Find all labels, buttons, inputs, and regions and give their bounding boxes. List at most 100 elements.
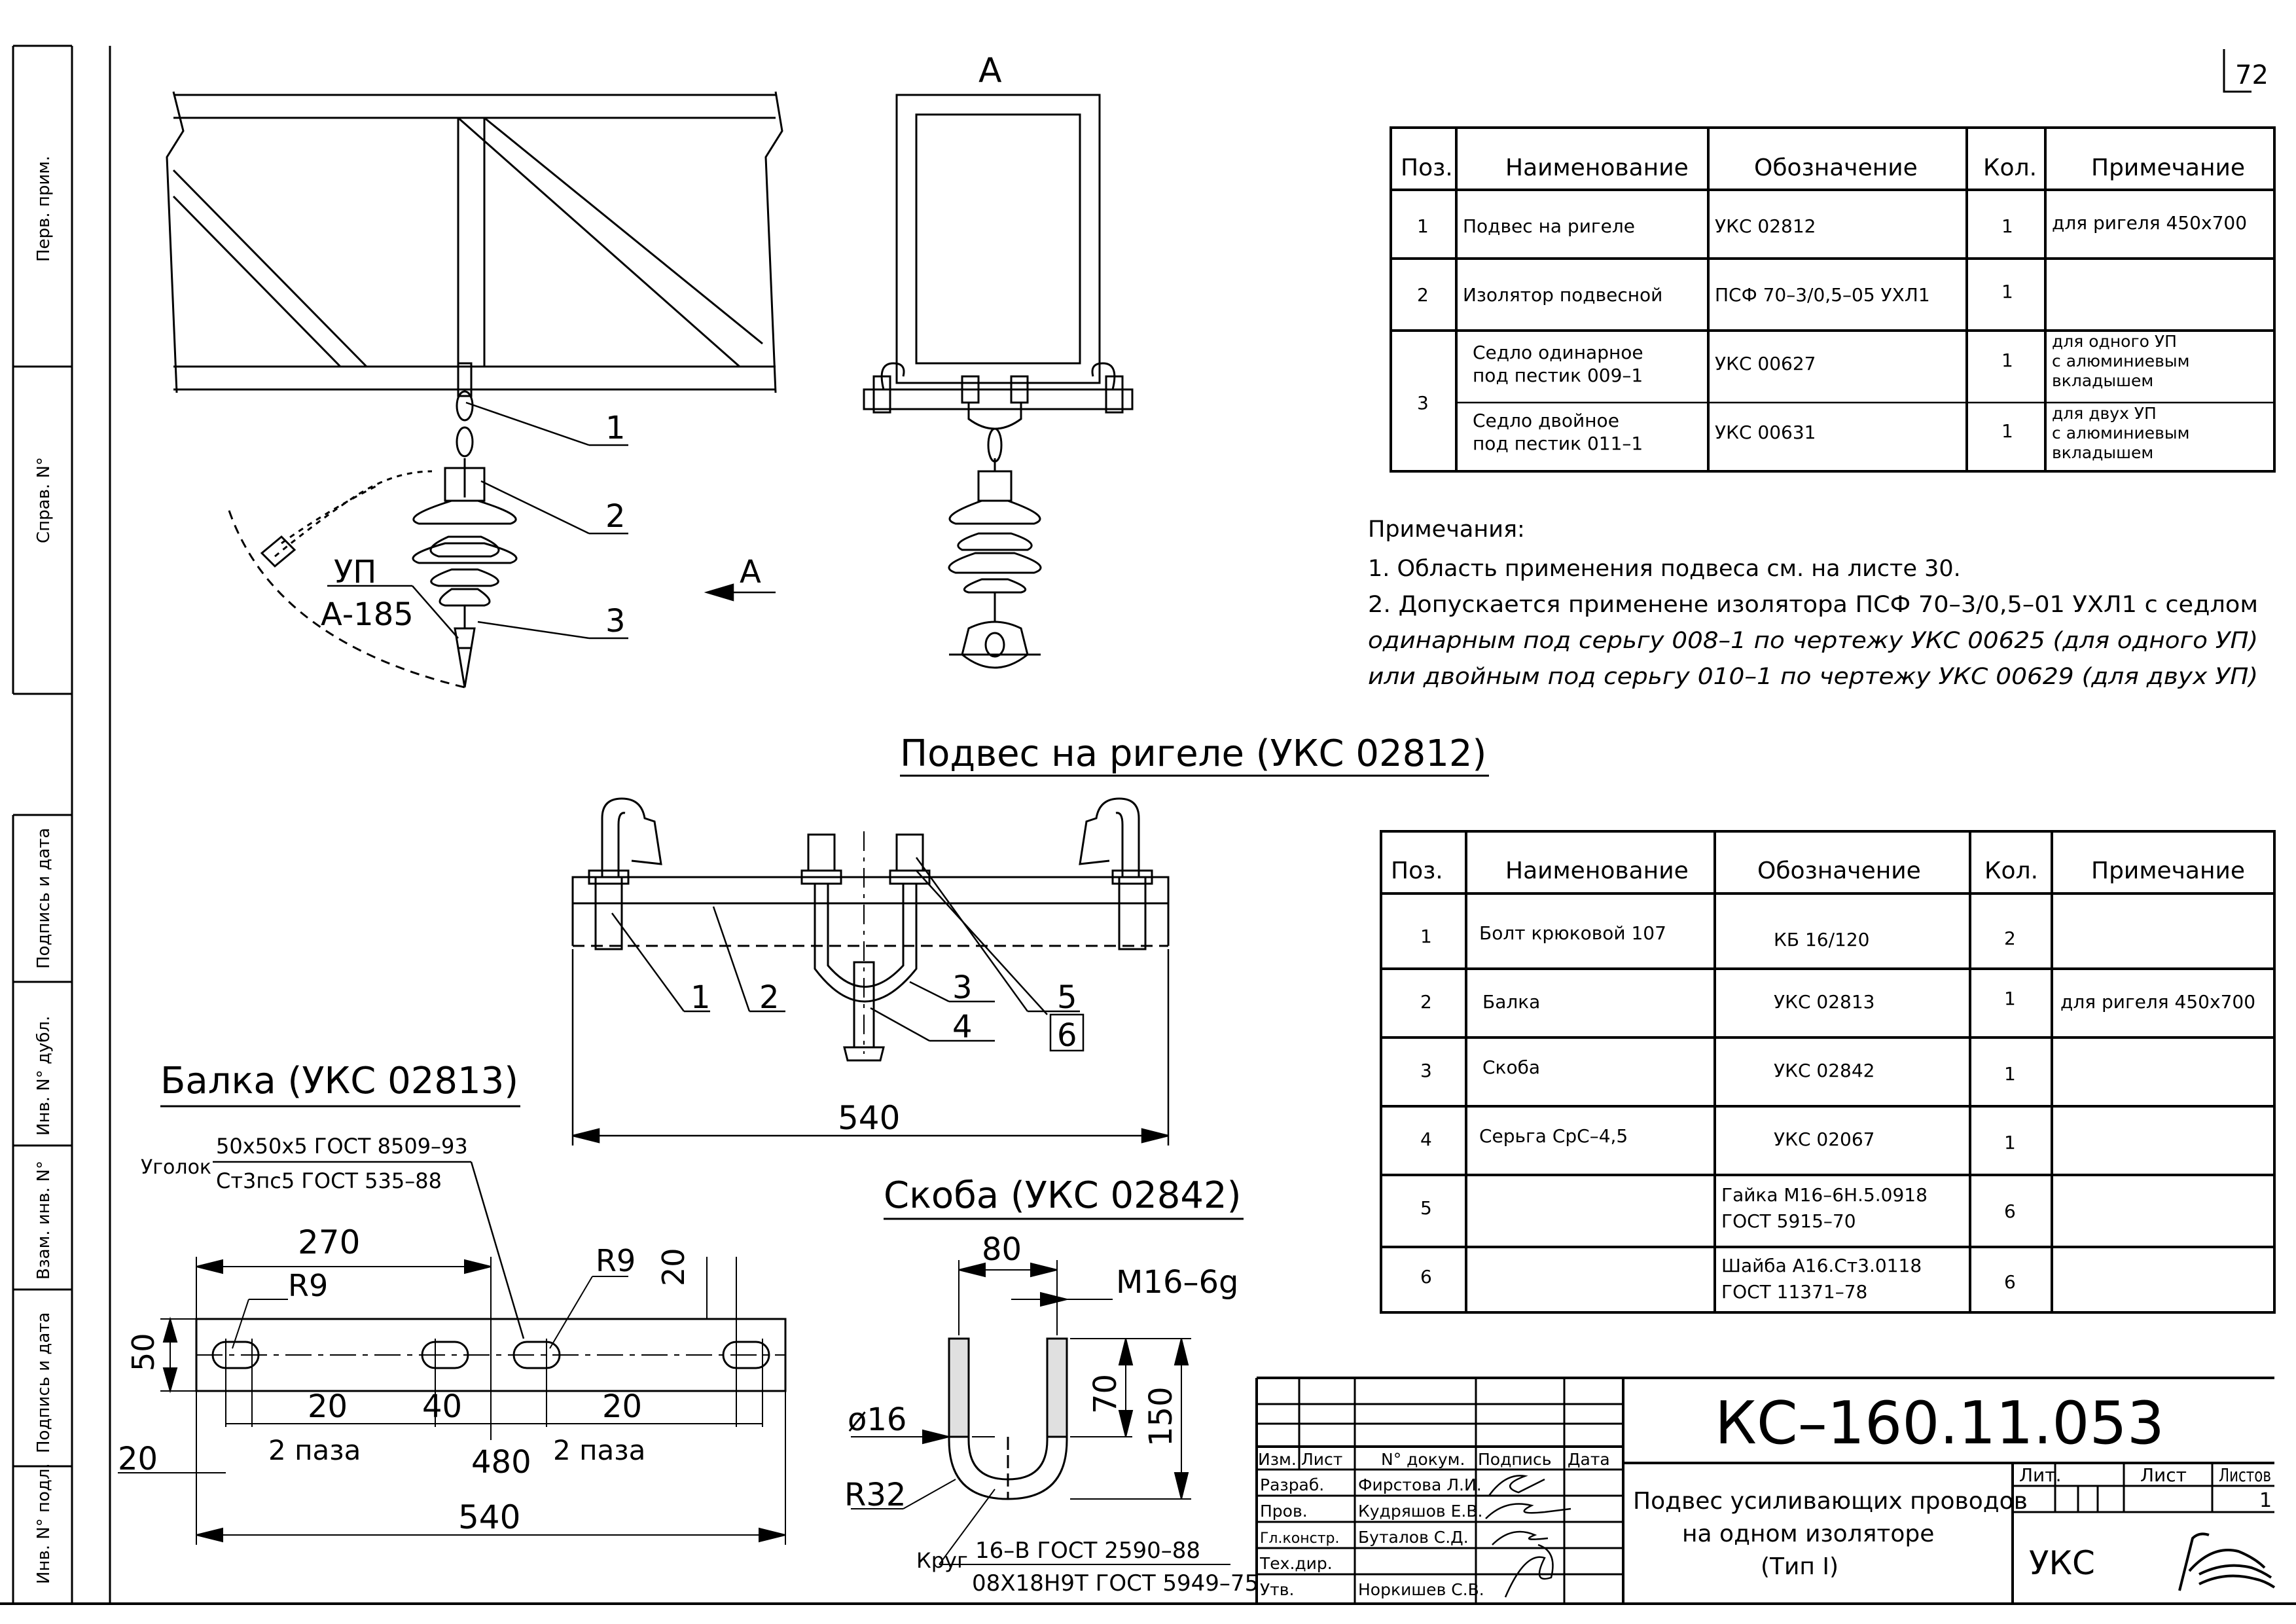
- beam-dim: R9: [288, 1268, 328, 1303]
- tb-col-header: Изм.: [1258, 1450, 1297, 1469]
- t1-note: с алюминиевым: [2052, 352, 2189, 370]
- beam-dimensions: [118, 1257, 786, 1545]
- beam-dim: 20: [118, 1441, 158, 1477]
- t2-pos: 4: [1420, 1128, 1432, 1150]
- bracket-dim: 70: [1087, 1374, 1124, 1414]
- t1-head-designation: Обозначение: [1754, 154, 1918, 181]
- table2-headers: Поз. Наименование Обозначение Кол. Приме…: [1391, 857, 2245, 884]
- t2-pos: 2: [1420, 991, 1432, 1013]
- table2-rows: 1 Болт крюковой 107 КБ 16/120 2 2 Балка …: [1420, 922, 2255, 1303]
- table2-grid: [1380, 830, 2276, 1314]
- assembly-callout: 1: [691, 979, 711, 1016]
- t1-qty: 1: [2001, 215, 2013, 237]
- bracket-dim-labels: 80 М16–6g 70 150 ø16 R32: [844, 1231, 1239, 1513]
- t2-qty: 1: [2004, 1132, 2016, 1153]
- t1-qty: 1: [2001, 281, 2013, 302]
- callout-3: 3: [605, 603, 626, 640]
- main-view-callouts: [327, 401, 776, 640]
- notes-line: одинарным под серьгу 008–1 по чертежу УК…: [1368, 628, 2258, 654]
- t1-name: Подвес на ригеле: [1463, 215, 1635, 237]
- side-stamp-label: Перв. прим.: [34, 156, 54, 262]
- t1-designation: УКС 00627: [1715, 353, 1816, 374]
- beam-dim: 540: [458, 1498, 520, 1536]
- side-stamp-label: Справ. N°: [34, 457, 54, 543]
- t2-qty: 6: [2004, 1271, 2016, 1293]
- table1-grid: [1390, 126, 2276, 473]
- notes-line: 2. Допускается применене изолятора ПСФ 7…: [1368, 592, 2258, 618]
- t1-designation: УКС 00631: [1715, 422, 1816, 443]
- t1-note: для одного УП: [2052, 332, 2177, 351]
- titleblock-headers: Изм. Лист N° докум. Подпись Дата: [1258, 1450, 1610, 1469]
- tb-col-header: Дата: [1568, 1450, 1610, 1469]
- beam-material-prefix: Уголок: [141, 1156, 211, 1179]
- assembly-callouts: 1 2 3 4 5 6: [691, 969, 1077, 1054]
- view-a-label: A: [978, 51, 1002, 90]
- t1-head-qty: Кол.: [1983, 154, 2037, 181]
- t2-designation: КБ 16/120: [1774, 929, 1870, 950]
- company-logo: [2178, 1532, 2276, 1591]
- beam-dim: 50: [126, 1333, 161, 1371]
- t1-note: для ригеля 450х700: [2052, 212, 2247, 234]
- t1-head-note: Примечание: [2091, 154, 2245, 181]
- beam-dim-labels: 270 R9 R9 20 50 20 40 20 2 паза 2 паза 4…: [118, 1223, 691, 1536]
- t1-note: для двух УП: [2052, 404, 2157, 423]
- beam-dim: 2 паза: [553, 1434, 645, 1466]
- t2-note: для ригеля 450х700: [2060, 991, 2255, 1013]
- t2-head-qty: Кол.: [1984, 857, 2038, 884]
- t1-pos: 3: [1417, 392, 1429, 414]
- view-a: [863, 94, 1134, 669]
- beam-dim: 40: [422, 1388, 462, 1425]
- beam-dim: 20: [656, 1248, 691, 1286]
- beam-material-bottom: Ст3пс5 ГОСТ 535–88: [216, 1168, 442, 1193]
- assembly-dim-540: 540: [838, 1099, 900, 1137]
- assembly-callout: 4: [952, 1009, 973, 1045]
- t1-designation: УКС 02812: [1715, 215, 1816, 237]
- t2-pos: 5: [1420, 1197, 1432, 1219]
- t2-pos: 6: [1420, 1266, 1432, 1288]
- t1-name: Седло двойное: [1473, 410, 1619, 431]
- tb-lit-label: Лит.: [2019, 1464, 2061, 1486]
- tb-col-header: Подпись: [1478, 1450, 1551, 1469]
- t2-name: Серьга СрС–4,5: [1479, 1125, 1628, 1147]
- t1-head-name: Наименование: [1505, 154, 1689, 181]
- truss-view: [166, 91, 783, 393]
- t2-designation: ГОСТ 5915–70: [1721, 1210, 1856, 1232]
- bracket-title: Скоба (УКС 02842): [884, 1174, 1241, 1217]
- side-stamp-label: Взам. инв. N°: [34, 1161, 54, 1280]
- assembly-callout: 3: [952, 969, 973, 1006]
- t1-name: Седло одинарное: [1473, 342, 1643, 363]
- t2-designation: Гайка М16–6Н.5.0918: [1721, 1184, 1928, 1206]
- bracket-view: [948, 1337, 1068, 1500]
- bracket-material-bottom: 08Х18Н9Т ГОСТ 5949–75: [972, 1570, 1259, 1597]
- assembly-leaders: [571, 857, 1170, 1146]
- table1-headers: Поз. Наименование Обозначение Кол. Приме…: [1401, 154, 2245, 181]
- notes-line: или двойным под серьгу 010–1 по чертежу …: [1368, 664, 2258, 690]
- t2-qty: 2: [2004, 928, 2016, 949]
- tb-sheet-label: Лист: [2140, 1464, 2187, 1486]
- side-stamp-label: Инв. N° подл.: [34, 1463, 54, 1584]
- t2-name: Болт крюковой 107: [1479, 922, 1666, 944]
- t1-name: Изолятор подвесной: [1463, 284, 1662, 306]
- t2-name: Скоба: [1482, 1056, 1540, 1078]
- assembly-callout: 2: [759, 979, 780, 1016]
- bracket-dim: 80: [982, 1231, 1022, 1268]
- tb-role: Гл.констр.: [1260, 1530, 1339, 1547]
- t1-note: вкладышем: [2052, 443, 2153, 462]
- drawing-code: КС–160.11.053: [1715, 1389, 2164, 1458]
- bracket-dim: R32: [844, 1477, 906, 1513]
- beam-dim: 20: [602, 1388, 642, 1425]
- tb-person: Норкишев С.В.: [1358, 1580, 1484, 1599]
- t2-pos: 3: [1420, 1060, 1432, 1081]
- callout-2: 2: [605, 498, 626, 535]
- wire-label: УП: [334, 554, 376, 590]
- t1-head-pos: Поз.: [1401, 154, 1453, 181]
- notes-line: 1. Область применения подвеса см. на лис…: [1368, 556, 1961, 582]
- beam-dim: 20: [308, 1388, 348, 1425]
- tb-title-line: (Тип I): [1761, 1553, 1839, 1580]
- assembly-title: Подвес на ригеле (УКС 02812): [900, 732, 1486, 775]
- sheet-number: 72: [2235, 60, 2269, 90]
- assembly-view: [571, 797, 1170, 1062]
- t2-name: Балка: [1482, 991, 1540, 1013]
- t2-qty: 1: [2004, 988, 2016, 1009]
